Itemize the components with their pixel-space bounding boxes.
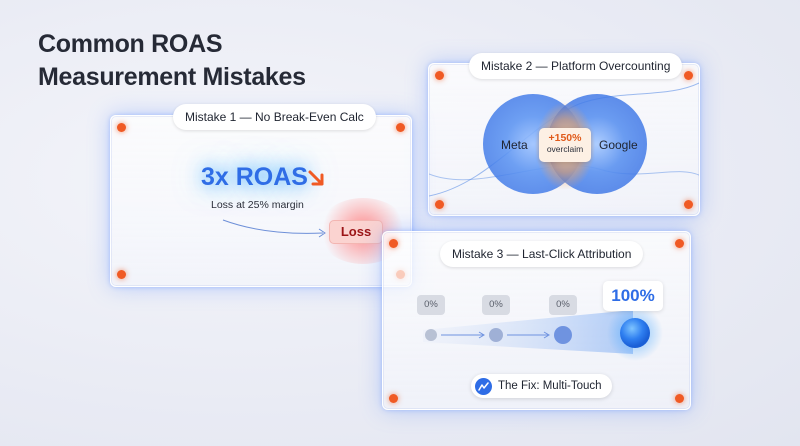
mistake-1-label: Mistake 1 — No Break-Even Calc — [173, 104, 376, 130]
touchpoint-1 — [425, 329, 437, 341]
overclaim-percent: +150% — [548, 132, 582, 144]
roas-value: 3x ROAS — [201, 163, 308, 191]
overclaim-text: overclaim — [546, 144, 584, 154]
touchpoint-2 — [489, 328, 503, 342]
loss-margin-text: Loss at 25% margin — [211, 199, 304, 211]
overclaim-badge: +150% overclaim — [539, 128, 591, 162]
touch-2-credit: 0% — [482, 295, 510, 315]
corner-dot — [389, 394, 398, 403]
corner-dot — [396, 123, 405, 132]
meta-label: Meta — [501, 138, 528, 152]
mistake-2-card: Meta Google +150% overclaim — [428, 63, 700, 216]
fix-badge: The Fix: Multi-Touch — [471, 374, 612, 398]
touch-3-credit: 0% — [549, 295, 577, 315]
touchpoint-3 — [554, 326, 572, 344]
arrow-down-right-icon — [308, 170, 324, 186]
title-line-2: Measurement Mistakes — [38, 63, 306, 91]
multi-touch-icon — [475, 377, 492, 395]
mistake-1-card: 3x ROAS Loss at 25% margin Loss — [110, 115, 412, 287]
corner-dot — [684, 200, 693, 209]
corner-dot — [117, 123, 126, 132]
corner-dot — [675, 239, 684, 248]
page-title: Common ROAS Measurement Mistakes — [38, 28, 306, 94]
attribution-flow — [423, 305, 663, 361]
conversion-ball — [620, 318, 650, 348]
corner-dot — [117, 270, 126, 279]
google-label: Google — [599, 138, 638, 152]
corner-dot — [675, 394, 684, 403]
last-click-credit: 100% — [603, 281, 663, 311]
corner-dot — [684, 71, 693, 80]
corner-dot — [435, 200, 444, 209]
mistake-3-label: Mistake 3 — Last-Click Attribution — [440, 241, 644, 267]
loss-badge: Loss — [329, 220, 383, 244]
title-line-1: Common ROAS — [38, 30, 223, 58]
corner-dot — [435, 71, 444, 80]
corner-dot — [389, 239, 398, 248]
mistake-2-label: Mistake 2 — Platform Overcounting — [469, 53, 683, 79]
fix-text: The Fix: Multi-Touch — [498, 380, 602, 392]
touch-1-credit: 0% — [417, 295, 445, 315]
